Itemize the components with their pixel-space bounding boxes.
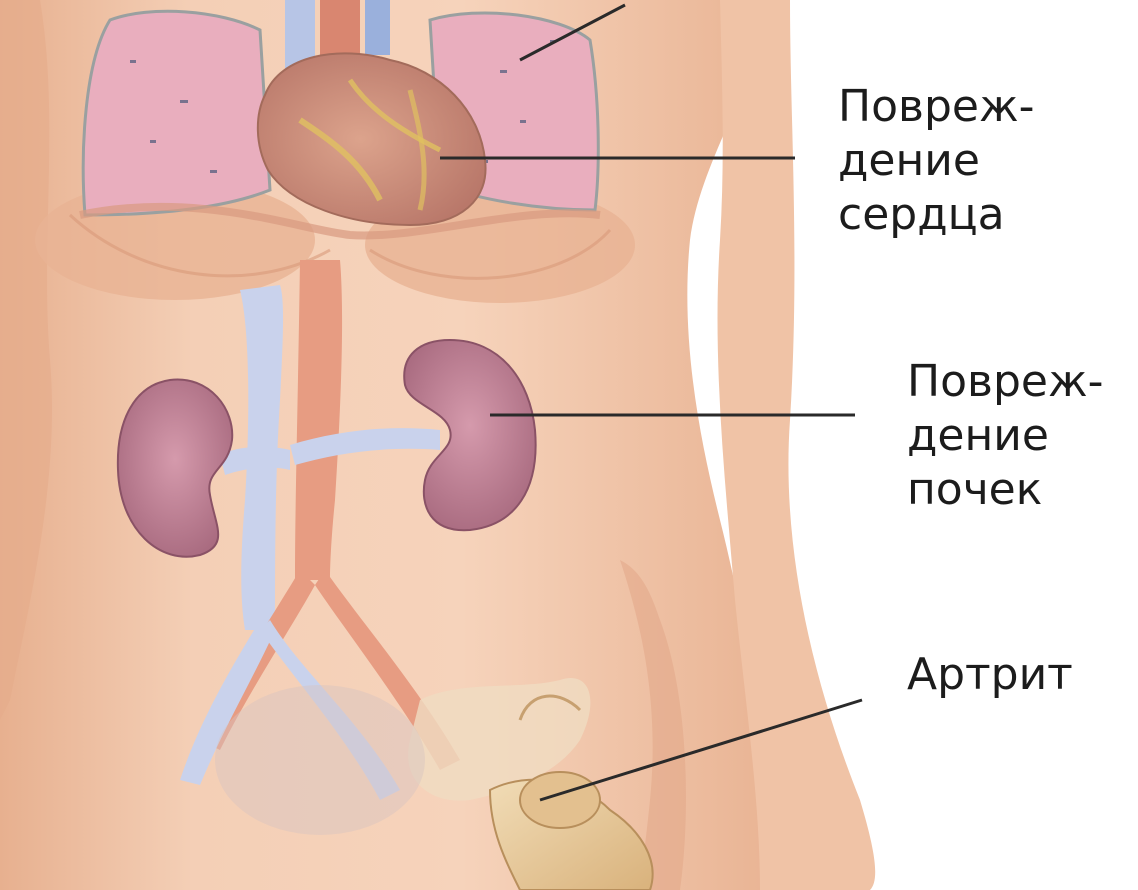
heart-label-line-1: Повреж- xyxy=(838,80,1034,134)
arthritis-label-line-1: Артрит xyxy=(907,648,1073,702)
heart-damage-label: Повреж- дение сердца xyxy=(838,80,1034,242)
kidney-label-line-3: почек xyxy=(907,463,1103,517)
kidney-label-line-2: дение xyxy=(907,409,1103,463)
kidney-label-line-1: Повреж- xyxy=(907,355,1103,409)
heart-label-line-2: дение xyxy=(838,134,1034,188)
arthritis-label: Артрит xyxy=(907,648,1073,702)
kidney-damage-label: Повреж- дение почек xyxy=(907,355,1103,517)
heart-label-line-3: сердца xyxy=(838,188,1034,242)
bladder xyxy=(215,685,425,835)
